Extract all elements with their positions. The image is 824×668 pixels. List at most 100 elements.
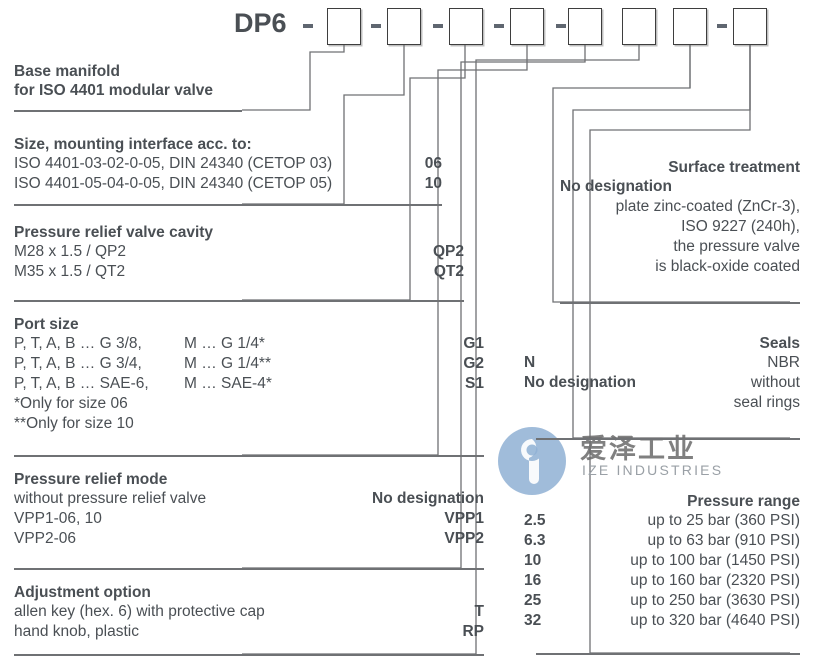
pressure-range-row: 16 up to 160 bar (2320 PSI)	[524, 571, 800, 591]
size-row: ISO 4401-05-04-0-05, DIN 24340 (CETOP 05…	[14, 174, 442, 194]
order-code-row: DP6	[0, 0, 824, 52]
seals-tail: seal rings	[733, 394, 800, 411]
relief-mode-row: VPP2-06 VPP2	[14, 529, 484, 549]
size-title: Size, mounting interface acc. to:	[14, 136, 252, 153]
cavity-title: Pressure relief valve cavity	[14, 224, 214, 241]
pressure-range-row: 10 up to 100 bar (1450 PSI)	[524, 551, 800, 571]
base-manifold-title-2: for ISO 4401 modular valve	[14, 82, 214, 99]
rule-size	[14, 204, 442, 206]
pressure-range-row: 32 up to 320 bar (4640 PSI)	[524, 611, 800, 631]
pressure-range-code: 6.3	[524, 532, 546, 549]
cavity-row-code: QT2	[433, 263, 464, 280]
code-box-2[interactable]	[387, 8, 421, 45]
seals-row: No designation without	[524, 373, 800, 393]
order-code-prefix: DP6	[234, 8, 287, 38]
code-box-7[interactable]	[673, 8, 707, 45]
block-base-manifold: Base manifold for ISO 4401 modular valve	[14, 62, 242, 100]
block-surface-treatment: Surface treatment No designation plate z…	[560, 158, 800, 277]
block-size: Size, mounting interface acc. to: ISO 44…	[14, 135, 442, 194]
code-dash-2	[433, 24, 443, 28]
block-relief-valve-cavity: Pressure relief valve cavity M28 x 1.5 /…	[14, 223, 464, 282]
relief-mode-code: No designation	[372, 490, 484, 507]
port-size-note: *Only for size 06	[14, 395, 128, 412]
pressure-range-desc: up to 320 bar (4640 PSI)	[630, 612, 800, 629]
code-box-5[interactable]	[568, 8, 602, 45]
cavity-row-desc: M28 x 1.5 / QP2	[14, 243, 126, 260]
port-size-m: M … G 1/4*	[184, 335, 265, 352]
adjustment-code: T	[474, 603, 484, 620]
code-box-6[interactable]	[622, 8, 656, 45]
cavity-row-desc: M35 x 1.5 / QT2	[14, 263, 126, 280]
relief-mode-desc: VPP2-06	[14, 530, 77, 547]
watermark-chinese: 爱泽工业	[580, 434, 696, 465]
relief-mode-code: VPP2	[444, 530, 484, 547]
code-box-1[interactable]	[327, 8, 361, 45]
surface-code: No designation	[560, 178, 672, 195]
block-relief-mode: Pressure relief mode without pressure re…	[14, 470, 484, 549]
rule-adjustment	[14, 654, 484, 656]
rule-cavity	[14, 300, 464, 302]
adjustment-code: RP	[462, 623, 484, 640]
relief-mode-desc: without pressure relief valve	[14, 490, 207, 507]
pressure-range-code: 25	[524, 592, 542, 609]
block-adjustment-option: Adjustment option allen key (hex. 6) wit…	[14, 583, 484, 642]
pressure-range-desc: up to 100 bar (1450 PSI)	[630, 552, 800, 569]
pressure-range-desc: up to 63 bar (910 PSI)	[647, 532, 800, 549]
relief-mode-title: Pressure relief mode	[14, 471, 168, 488]
rule-seals	[536, 438, 800, 440]
port-size-m: M … G 1/4**	[184, 355, 271, 372]
relief-mode-code: VPP1	[444, 510, 484, 527]
seals-row: N NBR	[524, 353, 800, 373]
port-size-title: Port size	[14, 316, 79, 333]
port-size-m: M … SAE-4*	[184, 375, 272, 392]
relief-mode-row: without pressure relief valve No designa…	[14, 489, 484, 509]
block-port-size: Port size P, T, A, B … G 3/8, M … G 1/4*…	[14, 315, 484, 434]
code-dash-4	[556, 24, 566, 28]
adjustment-desc: allen key (hex. 6) with protective cap	[14, 603, 265, 620]
size-row: ISO 4401-03-02-0-05, DIN 24340 (CETOP 03…	[14, 154, 442, 174]
pressure-range-code: 16	[524, 572, 542, 589]
port-size-code: G2	[463, 355, 484, 372]
seals-code: N	[524, 354, 536, 371]
pressure-range-desc: up to 250 bar (3630 PSI)	[630, 592, 800, 609]
pressure-range-code: 32	[524, 612, 542, 629]
adjustment-row: allen key (hex. 6) with protective cap T	[14, 602, 484, 622]
port-size-row: P, T, A, B … SAE-6, M … SAE-4* S1	[14, 374, 484, 394]
surface-line: the pressure valve	[673, 238, 800, 255]
code-dash-1	[371, 24, 381, 28]
port-size-ports: P, T, A, B … SAE-6,	[14, 375, 149, 392]
pressure-range-code: 2.5	[524, 512, 546, 529]
rule-port-size	[14, 455, 484, 457]
pressure-range-row: 2.5 up to 25 bar (360 PSI)	[524, 511, 800, 531]
port-size-note: **Only for size 10	[14, 415, 134, 432]
port-size-ports: P, T, A, B … G 3/4,	[14, 355, 142, 372]
surface-title: Surface treatment	[668, 159, 800, 176]
code-box-3[interactable]	[449, 8, 483, 45]
rule-base-manifold	[14, 110, 242, 112]
block-seals: Seals N NBR No designation without seal …	[524, 334, 800, 413]
block-pressure-range: Pressure range 2.5 up to 25 bar (360 PSI…	[524, 492, 800, 631]
seals-code: No designation	[524, 374, 636, 391]
port-size-row: P, T, A, B … G 3/4, M … G 1/4** G2	[14, 354, 484, 374]
pressure-range-row: 6.3 up to 63 bar (910 PSI)	[524, 531, 800, 551]
pressure-range-code: 10	[524, 552, 542, 569]
watermark-english: IZE INDUSTRIES	[582, 462, 724, 478]
code-box-4[interactable]	[510, 8, 544, 45]
adjustment-desc: hand knob, plastic	[14, 623, 139, 640]
port-size-code: S1	[465, 375, 484, 392]
size-row-desc: ISO 4401-03-02-0-05, DIN 24340 (CETOP 03…	[14, 155, 333, 172]
rule-pressure-range	[536, 653, 800, 655]
seals-desc: NBR	[767, 354, 800, 371]
code-dash-3	[494, 24, 504, 28]
port-size-ports: P, T, A, B … G 3/8,	[14, 335, 142, 352]
size-row-code: 06	[424, 155, 442, 172]
relief-mode-row: VPP1-06, 10 VPP1	[14, 509, 484, 529]
seals-title: Seals	[759, 335, 800, 352]
surface-line: is black-oxide coated	[655, 258, 800, 275]
rule-surface	[560, 302, 800, 304]
code-dash-5	[717, 24, 727, 28]
pressure-range-title: Pressure range	[687, 493, 800, 510]
surface-line: plate zinc-coated (ZnCr-3),	[615, 198, 800, 215]
surface-line: ISO 9227 (240h),	[681, 218, 800, 235]
code-box-8[interactable]	[733, 8, 767, 45]
